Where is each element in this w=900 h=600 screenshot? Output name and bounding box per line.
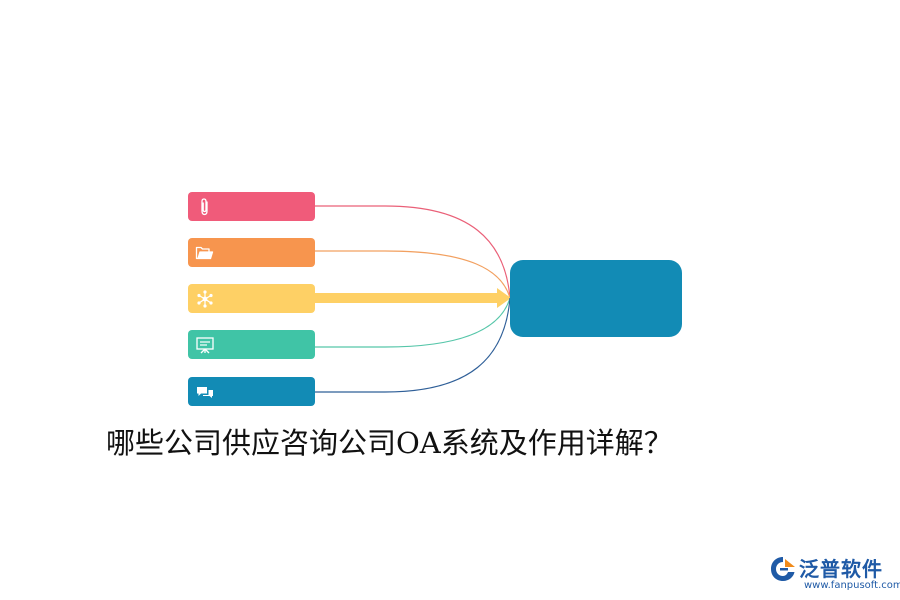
diagram-title: 哪些公司供应咨询公司OA系统及作用详解？ bbox=[106, 426, 673, 460]
connector-line-1 bbox=[315, 205, 511, 299]
item-box-1 bbox=[188, 192, 315, 221]
logo-name: 泛普软件 bbox=[799, 557, 883, 581]
connector-arrow-3 bbox=[315, 288, 511, 308]
folder-open-icon bbox=[195, 246, 214, 260]
logo-url: www.fanpusoft.com bbox=[804, 580, 900, 591]
item-box-4 bbox=[188, 330, 315, 359]
network-hub-icon bbox=[197, 290, 213, 308]
item-box-5 bbox=[188, 377, 315, 406]
item-box-2 bbox=[188, 238, 315, 267]
connector-line-2 bbox=[315, 250, 511, 299]
item-box-3 bbox=[188, 284, 315, 313]
center-node bbox=[510, 260, 682, 337]
chat-bubbles-icon bbox=[197, 387, 213, 398]
fanpu-logo-mark-icon bbox=[771, 557, 795, 581]
fanpu-logo: 泛普软件 www.fanpusoft.com bbox=[768, 553, 900, 597]
connector-line-5 bbox=[315, 297, 511, 393]
paperclip-icon bbox=[201, 198, 208, 216]
connector-line-4 bbox=[315, 297, 511, 348]
presentation-board-icon bbox=[196, 337, 214, 354]
